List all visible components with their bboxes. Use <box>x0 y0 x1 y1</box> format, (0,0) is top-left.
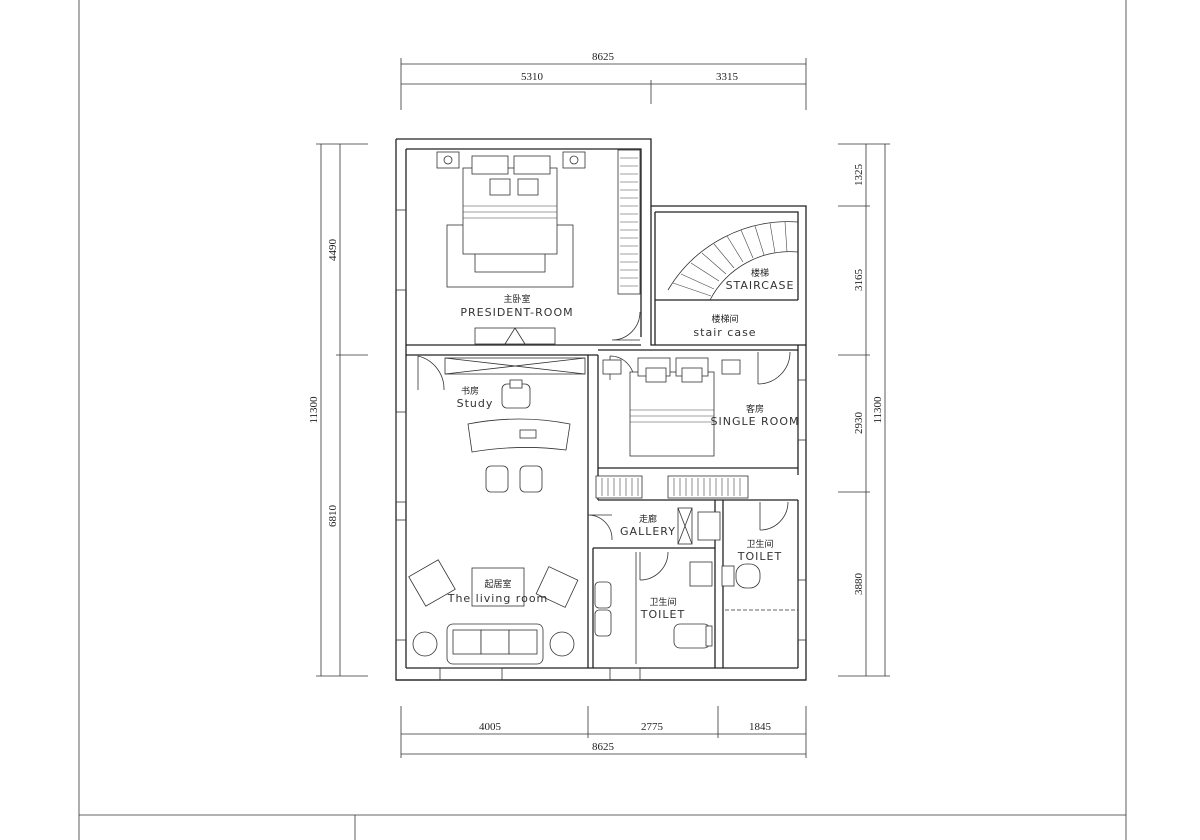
armchair-icon <box>408 559 579 608</box>
room-label-staircase: 楼梯 STAIRCASE <box>726 267 795 292</box>
tv-cabinet-icon <box>474 327 556 345</box>
windows <box>395 209 807 681</box>
study-cn-label: 书房 <box>461 385 479 397</box>
dim-right-total: 11300 <box>872 396 884 424</box>
toilet-right-cn-label: 卫生间 <box>746 538 773 550</box>
gallery-cn-label: 走廊 <box>639 513 657 525</box>
staircase-en-label: STAIRCASE <box>726 279 795 292</box>
staircase-cn-label: 楼梯 <box>751 267 769 279</box>
master-en-label: PRESIDENT-ROOM <box>460 306 573 319</box>
living-en-label: The living room <box>447 592 549 605</box>
dim-top-total: 8625 <box>592 51 615 63</box>
dimension-left: 11300 4490 6810 <box>308 143 368 677</box>
dimension-top: 8625 5310 3315 <box>400 51 807 110</box>
dim-left-lower: 6810 <box>327 505 339 528</box>
guest-wardrobe-icon <box>595 475 749 499</box>
toilet-right-en-label: TOILET <box>737 550 782 563</box>
room-label-gallery: 走廊 GALLERY <box>620 513 676 538</box>
dim-top-left: 5310 <box>521 71 544 83</box>
study-en-label: Study <box>457 397 494 410</box>
dimension-bottom: 4005 2775 1845 8625 <box>400 706 807 758</box>
stair-room-cn-label: 楼梯间 <box>711 313 738 325</box>
spiral-stair-icon <box>667 221 799 301</box>
room-label-living: 起居室 The living room <box>447 578 549 605</box>
study-desk-icon <box>467 379 571 453</box>
guest-cn-label: 客房 <box>746 403 764 415</box>
room-label-toilet-right: 卫生间 TOILET <box>737 538 782 563</box>
dim-top-right: 3315 <box>716 71 739 83</box>
dim-right-1: 1325 <box>853 164 865 187</box>
dim-bottom-total: 8625 <box>592 741 615 753</box>
dimension-right: 1325 3165 2930 3880 11300 <box>838 143 890 677</box>
room-label-guest: 客房 SINGLE ROOM <box>710 403 799 428</box>
gallery-en-label: GALLERY <box>620 525 676 538</box>
dim-right-4: 3880 <box>853 573 865 596</box>
toilet-fixtures-icon <box>594 507 798 664</box>
guest-en-label: SINGLE ROOM <box>710 415 799 428</box>
dim-bottom-1: 4005 <box>479 721 502 733</box>
room-label-toilet-mid: 卫生间 TOILET <box>640 596 685 621</box>
dim-right-3: 2930 <box>853 412 865 435</box>
study-shelf-icon <box>444 357 586 375</box>
dim-left-upper: 4490 <box>327 239 339 262</box>
drawing-frame <box>78 0 1127 840</box>
master-bed-icon <box>436 151 586 288</box>
guest-bed-icon <box>602 357 741 457</box>
dim-bottom-2: 2775 <box>641 721 664 733</box>
room-label-study: 书房 Study <box>457 385 494 410</box>
study-chairs-icon <box>485 465 543 493</box>
toilet-mid-cn-label: 卫生间 <box>649 596 676 608</box>
toilet-mid-en-label: TOILET <box>640 608 685 621</box>
dim-left-total: 11300 <box>308 396 320 424</box>
living-cn-label: 起居室 <box>484 578 511 590</box>
sofa-icon <box>412 623 575 665</box>
room-label-master: 主卧室 PRESIDENT-ROOM <box>460 293 573 319</box>
room-label-stair-room: 楼梯间 stair case <box>693 313 756 339</box>
coffee-table-icon <box>471 567 525 607</box>
stair-room-en-label: stair case <box>693 326 756 339</box>
dim-bottom-3: 1845 <box>749 721 772 733</box>
wardrobe-icon <box>617 149 641 295</box>
master-cn-label: 主卧室 <box>503 293 530 305</box>
dim-right-2: 3165 <box>853 269 865 292</box>
